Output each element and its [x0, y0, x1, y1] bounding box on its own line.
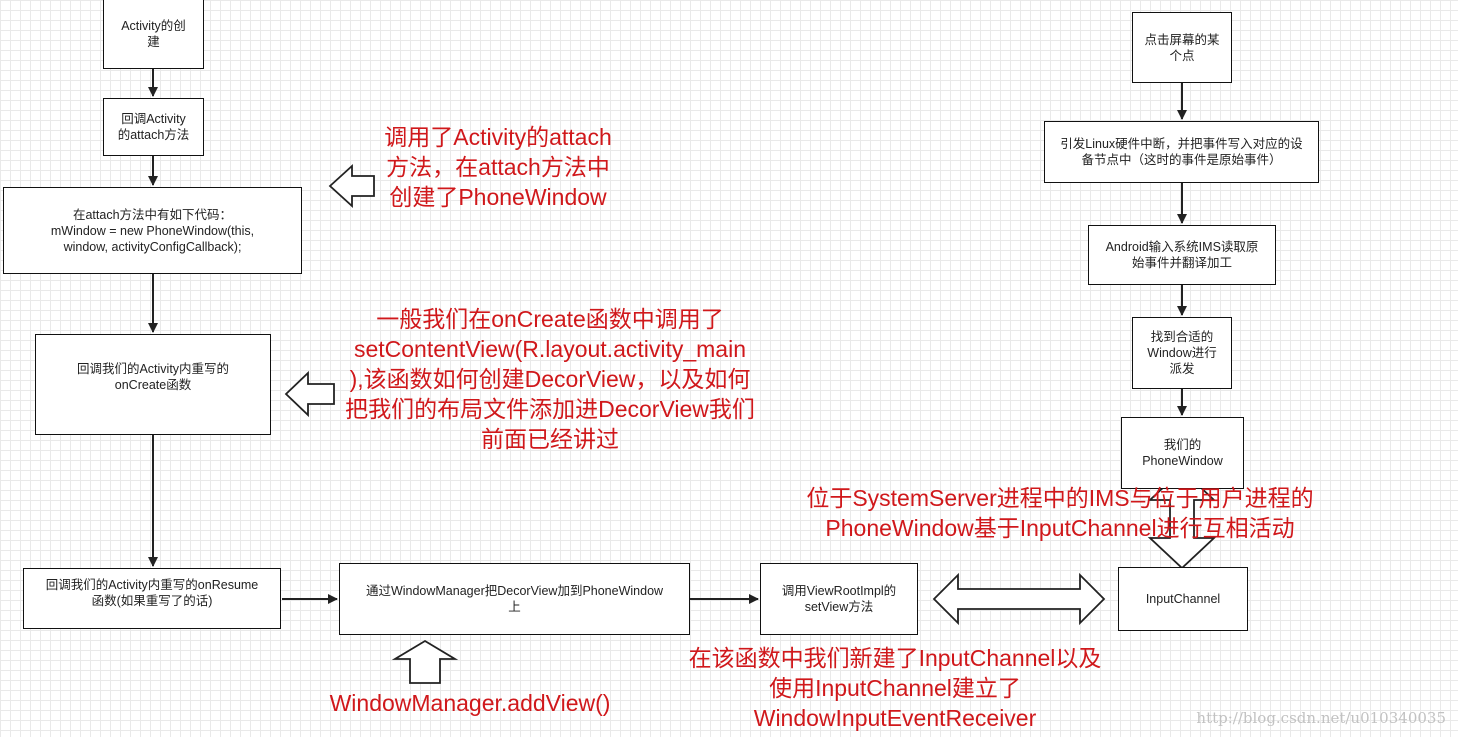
setview-note: 在该函数中我们新建了InputChannel以及 使用InputChannel建… — [688, 645, 1102, 731]
hollow-double-arrow-h — [932, 572, 1106, 626]
our-phonewindow-box: 我们的 PhoneWindow — [1121, 417, 1244, 489]
watermark: http://blog.csdn.net/u010340035 — [1196, 709, 1446, 727]
oncreate-note: 一般我们在onCreate函数中调用了 setContentView(R.lay… — [345, 306, 755, 452]
find-window-box: 找到合适的 Window进行 派发 — [1132, 317, 1232, 389]
hollow-arrow-attach-note — [328, 163, 375, 209]
attach-note: 调用了Activity的attach 方法，在attach方法中 创建了Phon… — [384, 124, 612, 210]
ims-read-box: Android输入系统IMS读取原 始事件并翻译加工 — [1088, 225, 1276, 285]
hollow-arrow-oncreate-note — [284, 370, 335, 418]
addview-note: WindowManager.addView() — [329, 690, 611, 716]
ims-inputchannel-note: 位于SystemServer进程中的IMS与位于用户进程的 PhoneWindo… — [806, 485, 1314, 541]
oncreate-box: 回调我们的Activity内重写的 onCreate函数 — [35, 334, 271, 435]
inputchannel-box: InputChannel — [1118, 567, 1248, 631]
callback-attach-box: 回调Activity 的attach方法 — [103, 98, 204, 156]
attach-code-box: 在attach方法中有如下代码： mWindow = new PhoneWind… — [3, 187, 302, 274]
activity-create-box: Activity的创 建 — [103, 0, 204, 69]
touch-screen-box: 点击屏幕的某 个点 — [1132, 12, 1232, 83]
hollow-arrow-addview — [391, 639, 459, 684]
setview-box: 调用ViewRootImpl的 setView方法 — [760, 563, 918, 635]
linux-interrupt-box: 引发Linux硬件中断，并把事件写入对应的设 备节点中（这时的事件是原始事件） — [1044, 121, 1319, 183]
add-decorview-box: 通过WindowManager把DecorView加到PhoneWindow 上 — [339, 563, 690, 635]
onresume-box: 回调我们的Activity内重写的onResume 函数(如果重写了的话) — [23, 568, 281, 629]
